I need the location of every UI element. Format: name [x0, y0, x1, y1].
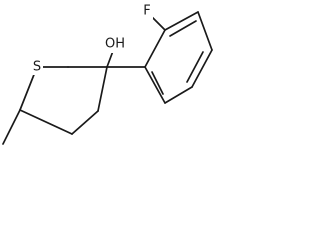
bond-ar1-ar2	[144, 29, 166, 68]
structural-formula: S OH F	[2, 3, 213, 145]
thiane-ring	[19, 66, 108, 135]
fluorophenyl-ring	[144, 11, 213, 104]
bond-c4-c3	[97, 66, 108, 112]
double-bond-ar2-ar3	[169, 20, 197, 37]
bond-ar2-f	[151, 16, 166, 31]
bond-c3-oh	[106, 50, 114, 68]
double-bond-ar4-ar5	[186, 51, 204, 83]
bond-ar3-ar4	[197, 11, 213, 51]
atom-label-fluorine: F	[141, 3, 153, 19]
fluorine-label: F	[143, 4, 150, 19]
bond-ar2-ar3	[164, 11, 199, 31]
bond-c6-methyl	[2, 109, 21, 145]
sulfur-label: S	[33, 60, 41, 75]
double-bond-ar6-ar1	[151, 71, 164, 95]
bond-ar4-ar5	[191, 49, 213, 88]
atom-label-hydroxyl: OH	[103, 37, 127, 53]
bond-c6-c5	[19, 109, 73, 135]
bond-ar5-ar6	[164, 86, 193, 104]
bond-c5-c4	[71, 110, 99, 135]
atom-label-sulfur: S	[31, 59, 43, 75]
bond-ar6-ar1	[144, 66, 166, 104]
hydroxyl-label: OH	[105, 37, 125, 52]
